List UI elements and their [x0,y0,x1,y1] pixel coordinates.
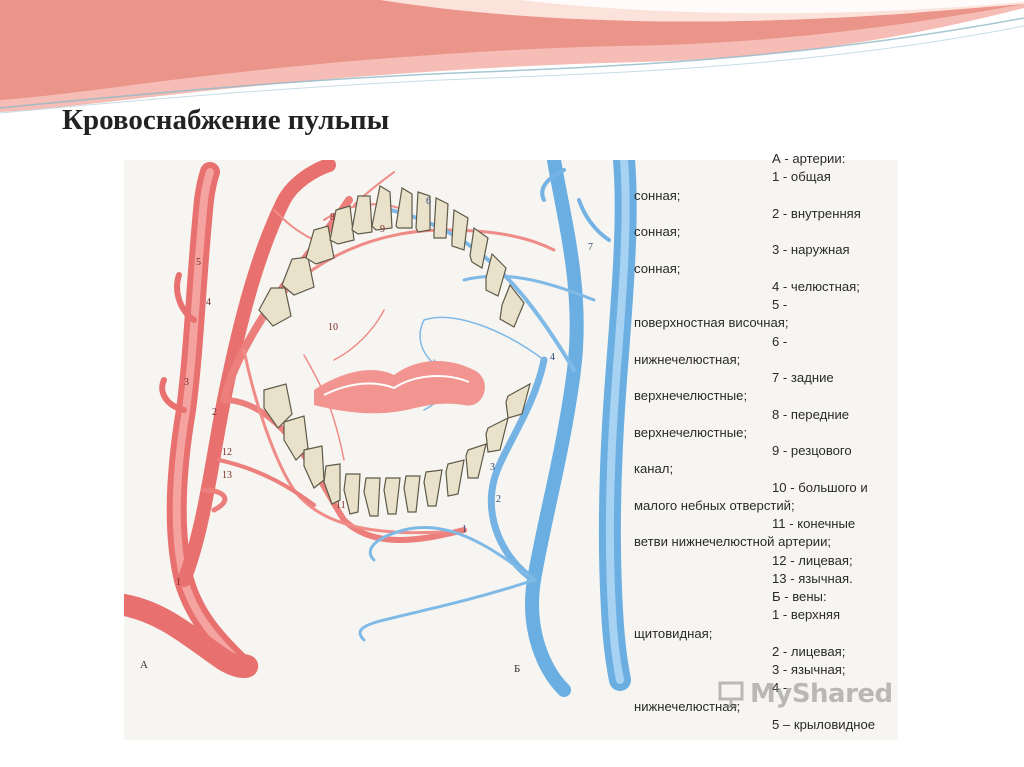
legend-line: 1 - общая [634,168,896,186]
legend-line: венозное сплетение; [634,734,896,738]
legend-line: сонная; [634,223,896,241]
watermark: MyShared [716,676,893,712]
header-banner [0,0,1024,120]
legend-line: 9 - резцового [634,442,896,460]
legend-line: 7 - задние [634,369,896,387]
presentation-board-icon [716,679,746,709]
legend-line: 2 - внутренняя [634,205,896,223]
slide-title: Кровоснабжение пульпы [62,104,389,137]
legend-line: 4 - челюстная; [634,278,896,296]
vein-number-label: 6 [426,196,431,207]
legend-line: 1 - верхняя [634,606,896,624]
legend-line: 5 – крыловидное [634,716,896,734]
legend-line: А - артерии: [634,150,896,168]
watermark-text: MyShared [750,679,893,709]
vein-number-label: 2 [496,494,501,505]
legend-line: 11 - конечные [634,515,896,533]
legend-line: 10 - большого и [634,479,896,497]
legend-line: 12 - лицевая; [634,552,896,570]
artery-number-label: 13 [222,470,232,481]
artery-number-label: 9 [380,224,385,235]
artery-number-label: 8 [330,212,335,223]
legend-line: верхнечелюстные; [634,424,896,442]
legend-line: поверхностная височная; [634,314,896,332]
legend-line: 13 - язычная. [634,570,896,588]
legend-line: 8 - передние [634,406,896,424]
legend-line: ветви нижнечелюстной артерии; [634,533,896,551]
artery-number-label: 12 [222,447,232,458]
palate [314,361,485,413]
vein-number-label: 3 [490,462,495,473]
panel-b-label: Б [514,663,520,675]
legend-line: 6 - [634,333,896,351]
legend-line: малого небных отверстий; [634,497,896,515]
artery-number-label: 3 [184,377,189,388]
legend-line: 5 - [634,296,896,314]
legend-line: нижнечелюстная; [634,351,896,369]
artery-number-label: 4 [206,297,211,308]
legend-line: сонная; [634,187,896,205]
artery-number-label: 5 [196,257,201,268]
legend-line: Б - вены: [634,588,896,606]
legend-line: 2 - лицевая; [634,643,896,661]
artery-number-label: 11 [336,500,346,511]
vein-number-label: 1 [462,524,467,535]
legend-line: щитовидная; [634,625,896,643]
artery-number-label: 10 [328,322,338,333]
legend-line: 3 - наружная [634,241,896,259]
legend-line: сонная; [634,260,896,278]
legend-line: верхнечелюстные; [634,387,896,405]
panel-a-label: А [140,659,148,671]
vein-number-label: 4 [550,352,555,363]
legend-line: канал; [634,460,896,478]
artery-number-label: 1 [176,577,181,588]
artery-number-label: 2 [212,407,217,418]
vein-number-label: 7 [588,242,593,253]
